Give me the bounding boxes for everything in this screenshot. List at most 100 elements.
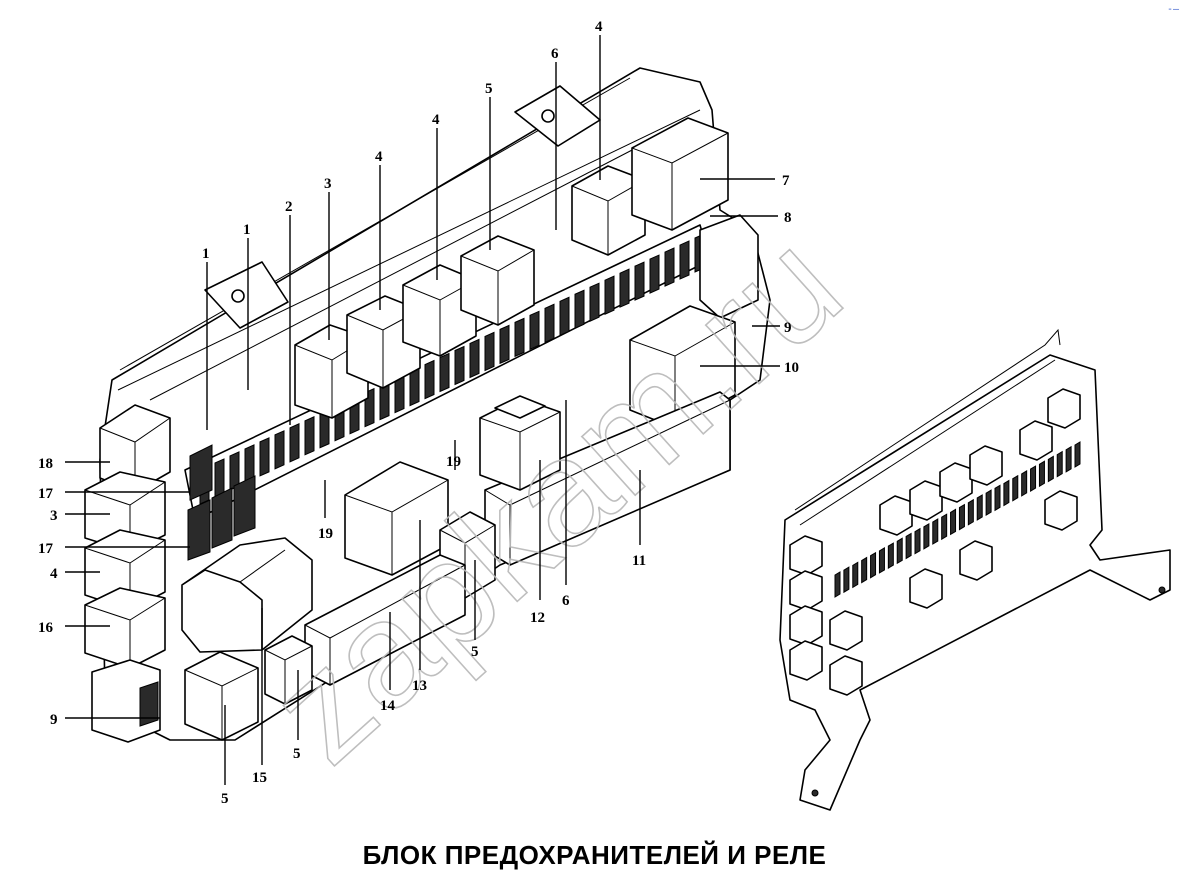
callout-3-left: 3 — [50, 508, 58, 524]
callout-1a: 1 — [202, 246, 210, 262]
fuse — [274, 430, 285, 470]
callout-19a: 19 — [446, 454, 461, 470]
mini-relay — [969, 445, 1003, 486]
mini-fuse — [950, 508, 957, 536]
callout-9-left: 9 — [50, 712, 58, 728]
mini-relay — [1044, 490, 1078, 531]
mini-relay — [789, 535, 823, 576]
mini-relay — [789, 640, 823, 681]
callout-17a: 17 — [38, 486, 54, 502]
relay-4a — [346, 295, 421, 389]
fuse-clips-left — [187, 444, 256, 561]
mini-fuse — [878, 547, 885, 574]
relay-4b — [402, 264, 477, 357]
callout-4b: 4 — [432, 112, 440, 128]
corner-mark: -– — [1166, 4, 1179, 15]
leader-lines — [65, 35, 780, 785]
callout-5-bottom: 5 — [221, 791, 229, 807]
relay-5-bottom-right — [264, 635, 313, 705]
fuse — [514, 317, 525, 358]
callout-4-left: 4 — [50, 566, 58, 582]
fuse — [664, 247, 675, 287]
callout-5-mid: 5 — [471, 644, 479, 660]
mini-fuse — [932, 518, 939, 545]
relay-18 — [99, 404, 171, 493]
relay-5-top — [460, 235, 535, 326]
fuse — [679, 240, 690, 280]
mini-fuse — [1065, 445, 1072, 473]
relay-15 — [181, 537, 313, 653]
mini-fuse — [994, 484, 1001, 512]
fuse — [424, 359, 435, 400]
callout-6-bottom: 6 — [562, 593, 570, 609]
mini-fuse — [834, 571, 841, 598]
connector-9-left — [91, 659, 161, 743]
mini-relay — [959, 540, 993, 581]
diagram-caption: БЛОК ПРЕДОХРАНИТЕЛЕЙ И РЕЛЕ — [362, 840, 827, 870]
fuse — [649, 254, 660, 294]
callout-4c: 4 — [595, 19, 603, 35]
fuse — [484, 331, 495, 372]
callout-2: 2 — [285, 199, 293, 215]
mini-fuse — [1012, 474, 1019, 502]
main-fuse-block — [84, 67, 771, 743]
connector-8 — [699, 214, 759, 319]
callout-3-top: 3 — [324, 176, 332, 192]
mini-fuse — [843, 566, 850, 594]
callout-4a: 4 — [375, 149, 383, 165]
fuse — [604, 275, 615, 315]
mini-fuse — [852, 561, 859, 589]
mini-fuse — [1038, 460, 1045, 488]
fuse — [574, 289, 585, 330]
callout-13: 13 — [412, 678, 427, 694]
mini-fuse — [958, 503, 965, 531]
callout-8: 8 — [784, 210, 792, 226]
callout-5-top: 5 — [485, 81, 493, 97]
mini-fuse — [914, 527, 921, 555]
callout-1b: 1 — [243, 222, 251, 238]
callout-7: 7 — [782, 173, 790, 189]
mini-fuse — [976, 494, 983, 521]
fuse — [439, 352, 450, 393]
fuse — [589, 282, 600, 322]
mini-fuse — [941, 513, 948, 541]
mini-relay — [789, 570, 823, 611]
mini-relay — [1019, 420, 1053, 461]
fuse — [529, 310, 540, 351]
callout-18: 18 — [38, 456, 53, 472]
mini-relay — [829, 610, 863, 651]
mini-fuse — [1056, 450, 1063, 478]
callout-19b: 19 — [318, 526, 333, 542]
relay-13 — [344, 461, 449, 576]
mount-bracket-left — [204, 261, 289, 329]
callout-17b: 17 — [38, 541, 54, 557]
fuse — [469, 338, 480, 379]
fuse — [259, 437, 270, 477]
relay-4c — [571, 165, 646, 256]
callout-6-top: 6 — [551, 46, 559, 62]
mini-fuse — [985, 489, 992, 517]
mini-fuse — [905, 532, 912, 560]
mini-fuse — [923, 522, 930, 550]
mini-fuse — [967, 498, 974, 526]
callout-15: 15 — [252, 770, 267, 786]
mini-fuse — [887, 542, 894, 569]
mini-relay — [1047, 388, 1081, 429]
fuse — [304, 416, 315, 456]
fuse — [559, 296, 570, 337]
callout-5-low: 5 — [293, 746, 301, 762]
mini-relay — [789, 605, 823, 646]
mini-fuse — [1021, 470, 1028, 497]
fuse — [454, 345, 465, 386]
mini-fuse — [1003, 479, 1010, 507]
mini-fuse — [1074, 441, 1081, 468]
callout-labels: 1 1 2 3 4 4 5 6 4 7 8 9 10 11 12 6 5 13 … — [38, 19, 799, 807]
fuse — [499, 324, 510, 365]
mini-fuse — [896, 537, 903, 565]
relay-7 — [631, 117, 729, 231]
relay-16 — [84, 587, 166, 669]
mini-fuse — [1030, 465, 1037, 492]
callout-12: 12 — [530, 610, 545, 626]
mini-relay — [909, 568, 943, 609]
